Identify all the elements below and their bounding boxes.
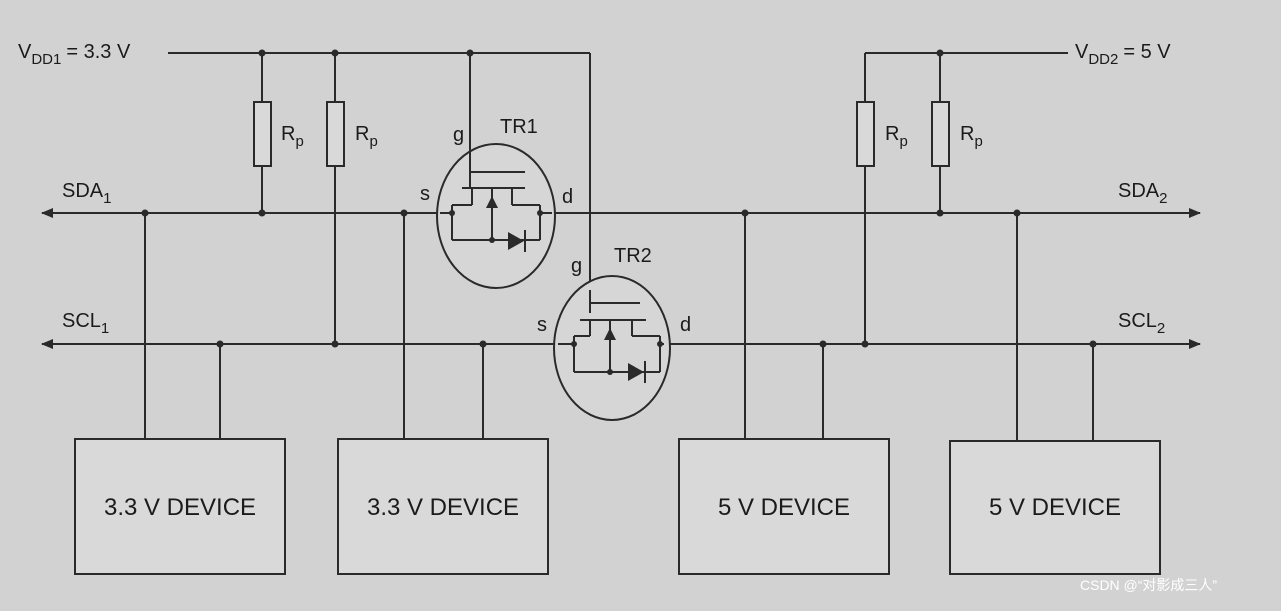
pullup-resistor-sda1: Rp	[253, 53, 304, 217]
mosfet-tr1: g s d TR1	[420, 116, 573, 289]
scl2-label: SCL2	[1118, 310, 1165, 337]
watermark: CSDN @“对影成三人”	[1080, 577, 1217, 593]
device-box-1: 3.3 V DEVICE	[74, 438, 286, 575]
device-box-3: 5 V DEVICE	[678, 438, 890, 575]
sda-bus	[41, 208, 1201, 218]
tr2-name-label: TR2	[614, 245, 652, 267]
tr1-gate-label: g	[453, 124, 464, 146]
scl1-label: SCL1	[62, 310, 109, 337]
vdd2-rail	[864, 49, 1068, 102]
device-label: 3.3 V DEVICE	[367, 494, 519, 521]
device-drops	[144, 213, 1094, 441]
rp-label: Rp	[281, 123, 304, 150]
vdd1-label: VDD1= 3.3 V	[18, 41, 131, 68]
mosfet-tr2: g s d TR2	[537, 245, 691, 421]
tr2-source-label: s	[537, 314, 547, 336]
rp-label: Rp	[960, 123, 983, 150]
tr1-drain-label: d	[562, 186, 573, 208]
tr1-source-label: s	[420, 183, 430, 205]
sda1-label: SDA1	[62, 180, 111, 207]
rp-label: Rp	[355, 123, 378, 150]
device-label: 3.3 V DEVICE	[104, 494, 256, 521]
device-label: 5 V DEVICE	[718, 494, 850, 521]
tr1-name-label: TR1	[500, 116, 538, 138]
device-box-4: 5 V DEVICE	[949, 440, 1161, 575]
pullup-resistor-sda2: Rp	[931, 53, 983, 217]
tr2-gate-label: g	[571, 255, 582, 277]
rp-label: Rp	[885, 123, 908, 150]
device-label: 5 V DEVICE	[989, 494, 1121, 521]
sda2-label: SDA2	[1118, 180, 1167, 207]
pullup-resistor-scl2: Rp	[856, 101, 908, 348]
tr2-drain-label: d	[680, 314, 691, 336]
device-box-2: 3.3 V DEVICE	[337, 438, 549, 575]
vdd2-label: VDD2= 5 V	[1075, 41, 1171, 68]
pullup-resistor-scl1: Rp	[326, 53, 378, 348]
